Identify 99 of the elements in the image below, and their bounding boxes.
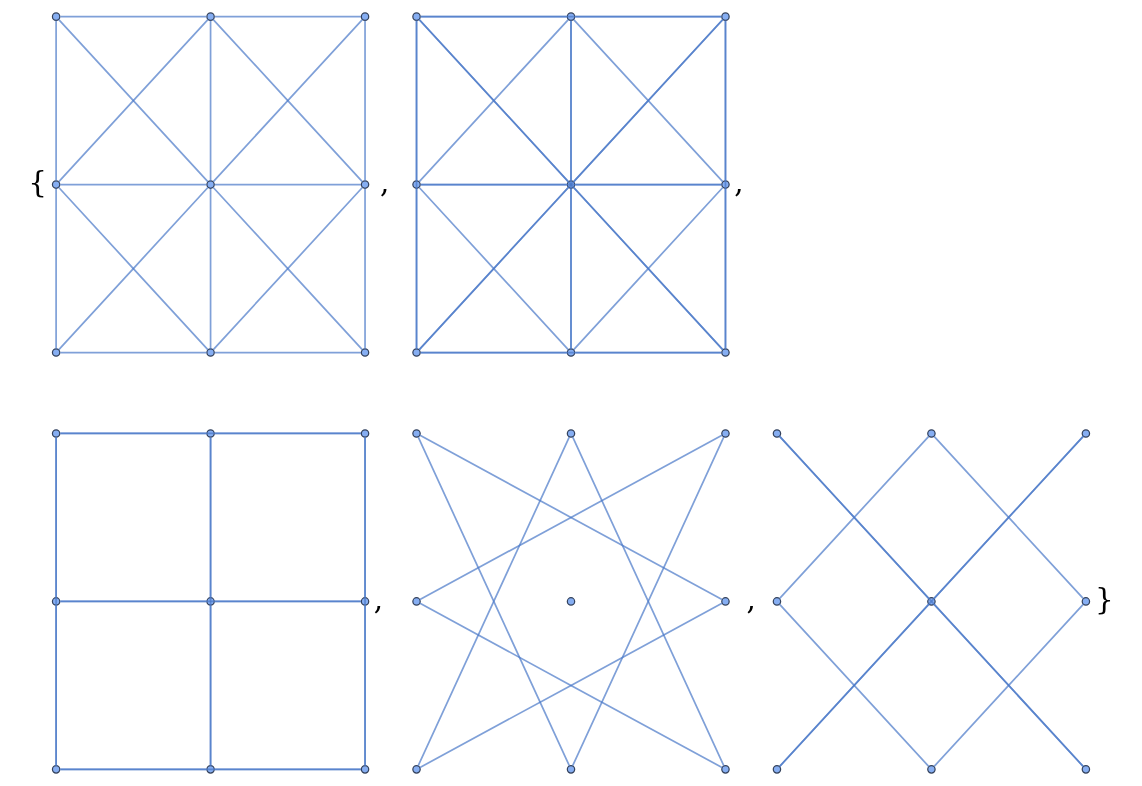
connector (574, 351, 723, 354)
connector (417, 436, 571, 767)
connector (570, 187, 572, 350)
node-circle (566, 348, 576, 357)
connector (59, 15, 208, 18)
node-circle (51, 12, 61, 21)
node-circle (412, 429, 421, 438)
connector (778, 435, 930, 600)
node-circle (1081, 597, 1091, 606)
node-circle (566, 597, 576, 606)
connector (209, 19, 212, 182)
label: { (28, 165, 48, 200)
node-circle (206, 429, 215, 438)
connector (419, 602, 723, 769)
node-circle (360, 765, 370, 774)
node-circle (412, 597, 421, 606)
connector (419, 183, 723, 186)
node-circle (51, 180, 61, 189)
node-circle (206, 765, 215, 774)
connector (364, 187, 366, 350)
node-circle (51, 765, 61, 774)
node-circle (927, 429, 936, 438)
node-circle (927, 765, 936, 774)
node-circle (360, 597, 370, 606)
node-circle (772, 597, 782, 606)
connector (724, 19, 727, 350)
connector (419, 15, 723, 18)
connector (574, 183, 723, 186)
connector (364, 604, 366, 767)
connector (213, 183, 362, 186)
connector (59, 351, 208, 354)
node-circle (206, 180, 215, 189)
node-circle (206, 348, 215, 357)
node-circle (206, 597, 215, 606)
node-circle (721, 429, 730, 438)
label: , (373, 582, 384, 617)
connector (574, 15, 723, 18)
node-circle (412, 180, 421, 189)
node-circle (360, 348, 370, 357)
connector (570, 19, 572, 350)
connector (213, 768, 362, 771)
node-circle (360, 429, 370, 438)
node-circle (206, 12, 215, 21)
node-circle (1081, 765, 1091, 774)
node-circle (721, 12, 730, 21)
connector (213, 15, 362, 18)
connector (415, 187, 418, 350)
connector (419, 434, 723, 601)
connector (778, 603, 930, 768)
connector (572, 18, 724, 183)
connector (55, 187, 57, 350)
node-circle (566, 429, 576, 438)
connector (213, 600, 362, 603)
node-circle (412, 765, 421, 774)
node-circle (721, 765, 730, 774)
connector (55, 604, 57, 767)
connector (209, 436, 212, 767)
node-circle (566, 765, 576, 774)
connector (572, 186, 724, 351)
connector (724, 187, 727, 350)
node-circle (772, 765, 782, 774)
connector (364, 436, 366, 767)
node-circle (51, 597, 61, 606)
connector (418, 18, 724, 351)
connector (59, 432, 362, 435)
node-circle (772, 429, 782, 438)
connector (571, 436, 725, 767)
connector (364, 19, 366, 182)
label: } (1094, 582, 1114, 617)
connector (209, 187, 212, 350)
connector (213, 432, 362, 435)
label: , (734, 165, 744, 200)
connector (212, 186, 364, 351)
connector (418, 18, 570, 183)
connector (55, 436, 57, 767)
connector (419, 351, 723, 354)
node-circle (721, 597, 730, 606)
node-circle (360, 12, 370, 21)
connector (415, 19, 418, 350)
label: , (379, 165, 390, 200)
node-circle (51, 348, 61, 357)
node-circle (721, 180, 730, 189)
node-circle (360, 180, 370, 189)
connector (418, 186, 570, 351)
node-circle (412, 348, 421, 357)
node-circle (1081, 429, 1091, 438)
connector (59, 600, 362, 603)
node-circle (721, 348, 730, 357)
label: , (746, 582, 756, 617)
connector (213, 351, 362, 354)
node-circle (566, 12, 576, 21)
node-circle (412, 12, 421, 21)
connector (778, 435, 1085, 768)
connector (212, 18, 364, 183)
connector (59, 183, 208, 186)
connector (209, 604, 212, 767)
node-circle (51, 429, 61, 438)
connector (59, 768, 362, 771)
connector (55, 19, 57, 182)
